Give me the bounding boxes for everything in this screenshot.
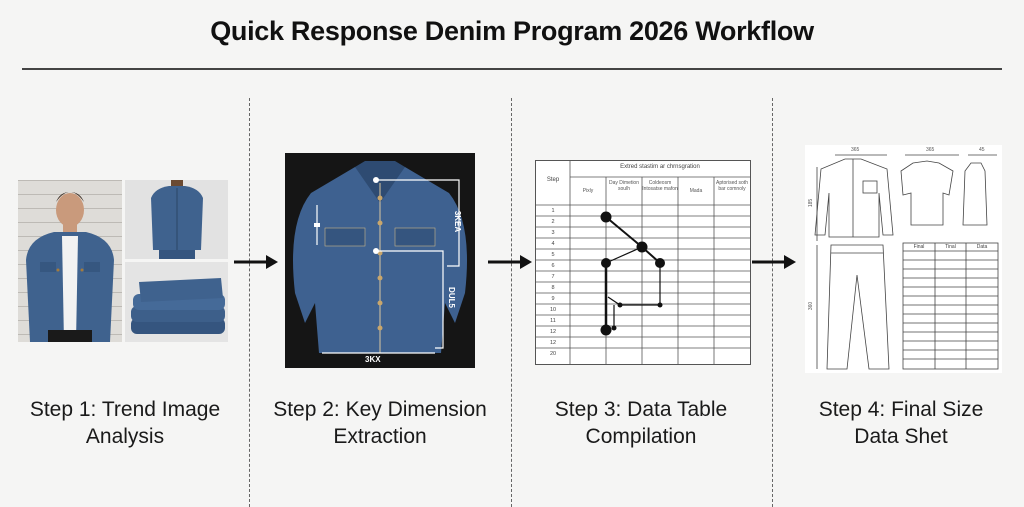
column-divider-2: [511, 98, 512, 507]
table-row-label: 7: [551, 274, 555, 280]
dimension-label-width: 3KX: [365, 355, 381, 364]
denim-jacket-front-view-image: [125, 180, 228, 259]
dim-jacket-width: 365: [851, 147, 860, 153]
table-row-label: 8: [551, 285, 555, 291]
table-row-label: 6: [551, 263, 555, 269]
table-row-label: 5: [551, 252, 555, 258]
table-col-header: Day Dimetion soulh: [608, 180, 639, 192]
dim-shirt-width: 365: [926, 147, 935, 153]
table-col-header: Mada: [689, 188, 703, 194]
sheet-col-header: Final: [913, 244, 925, 250]
arrow-2-to-3-icon: [488, 255, 532, 269]
table-row-label: 4: [551, 241, 555, 247]
table-step-header: Step: [546, 177, 560, 183]
dim-vest-width: 45: [979, 147, 985, 153]
table-row-label: 2: [551, 219, 555, 225]
final-size-data-sheet: 365 365 45 185 360 Final Tinal Data: [805, 145, 1002, 373]
title-divider: [22, 68, 1002, 70]
table-row-label: 11: [550, 318, 556, 324]
table-row-label: 12: [549, 340, 557, 346]
page-title: Quick Response Denim Program 2026 Workfl…: [210, 16, 814, 46]
table-row-label: 12: [549, 329, 557, 335]
dimension-label-upper: 3KEA: [453, 210, 463, 233]
table-col-header: Coldeosm Intosatse mafon: [642, 180, 678, 192]
table-row-label: 1: [551, 208, 555, 214]
dimension-label-lower: DUL5: [446, 287, 456, 308]
sheet-col-header: Tinal: [945, 244, 956, 250]
sheet-col-header: Data: [976, 244, 988, 250]
table-row-label: 20: [549, 351, 557, 357]
table-row-label: 3: [551, 230, 555, 236]
arrow-3-to-4-icon: [752, 255, 796, 269]
table-col-header: Pixly: [582, 188, 594, 194]
dim-jacket-height: 185: [808, 198, 815, 208]
dim-pants-height: 360: [808, 301, 815, 311]
column-divider-3: [772, 98, 773, 507]
table-row-label: 9: [551, 296, 555, 302]
table-group-header: Extred stastim ar chrnsgration: [620, 164, 700, 170]
folded-denim-stack-image: [125, 262, 228, 342]
compiled-data-table: Step Extred stastim ar chrnsgration Pixl…: [535, 160, 751, 365]
jacket-dimension-image: 3KX 3KEA DUL5: [285, 153, 475, 368]
column-divider-1: [249, 98, 250, 507]
table-row-label: 10: [549, 307, 557, 313]
arrow-1-to-2-icon: [234, 255, 278, 269]
table-col-header: Aptorised soth bar comnoly: [716, 180, 748, 192]
model-wearing-denim-jacket-image: [18, 180, 122, 342]
